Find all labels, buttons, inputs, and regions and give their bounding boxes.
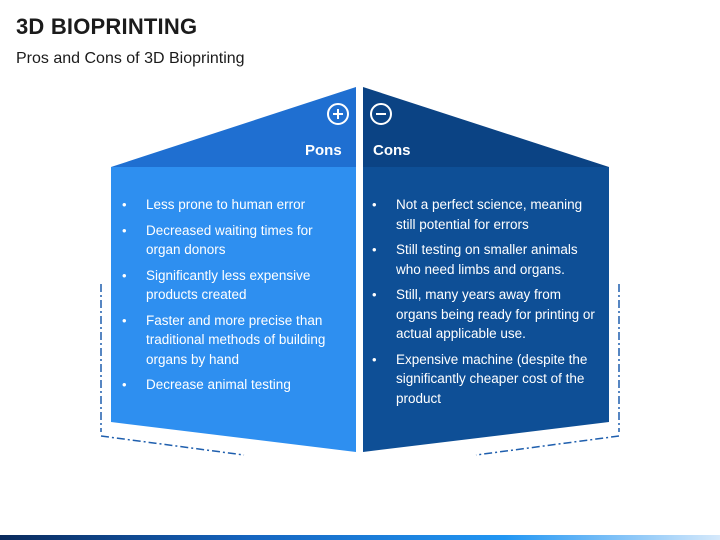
bullet-icon: • <box>122 222 127 238</box>
pros-item-text: Less prone to human error <box>146 197 306 212</box>
cons-panel <box>363 167 609 452</box>
bullet-icon: • <box>122 312 127 328</box>
pros-item-text: Faster and more precise than traditional… <box>146 312 326 367</box>
bullet-icon: • <box>122 377 127 392</box>
bottom-accent-bar <box>0 535 720 540</box>
cons-item-text: Still, many years away from organs being… <box>396 287 595 341</box>
cons-list: • Not a perfect science, meaning still po… <box>368 195 604 414</box>
bullet-icon: • <box>372 287 377 302</box>
pros-list-item: • Decrease animal testing <box>118 375 350 395</box>
plus-circle-icon <box>327 103 349 125</box>
slide-subtitle: Pros and Cons of 3D Bioprinting <box>16 50 245 67</box>
pros-item-text: Decrease animal testing <box>146 377 291 392</box>
bullet-icon: • <box>122 197 127 212</box>
pros-dash-outline <box>100 284 245 456</box>
cons-item-text: Expensive machine (despite the significa… <box>396 351 588 406</box>
pros-label: Pons <box>305 142 342 159</box>
cons-list-item: • Still testing on smaller animals who ne… <box>368 240 604 279</box>
bullet-icon: • <box>372 351 377 367</box>
cons-item-text: Still testing on smaller animals who nee… <box>396 242 578 277</box>
cons-dash-outline <box>475 284 620 456</box>
pros-item-text: Significantly less expensive products cr… <box>146 267 311 303</box>
cons-item-text: Not a perfect science, meaning still pot… <box>396 197 583 232</box>
pros-list-item: • Faster and more precise than traditiona… <box>118 311 350 370</box>
slide-title: 3D BIOPRINTING <box>16 14 198 39</box>
pros-list: • Less prone to human error • Decreased wai… <box>118 195 350 401</box>
cons-list-item: • Not a perfect science, meaning still po… <box>368 195 604 234</box>
bullet-icon: • <box>122 267 127 283</box>
minus-circle-icon <box>370 103 392 125</box>
bullet-icon: • <box>372 242 377 257</box>
pros-list-item: • Decreased waiting times for organ donor… <box>118 221 350 260</box>
cons-list-item: • Expensive machine (despite the signific… <box>368 350 604 409</box>
pros-list-item: • Significantly less expensive products c… <box>118 266 350 305</box>
cons-label: Cons <box>373 142 411 159</box>
cons-list-item: • Still, many years away from organs bein… <box>368 285 604 344</box>
pros-list-item: • Less prone to human error <box>118 195 350 215</box>
pros-panel <box>111 167 356 452</box>
pros-roof <box>111 87 356 167</box>
pros-item-text: Decreased waiting times for organ donors <box>146 222 313 258</box>
bullet-icon: • <box>372 197 377 212</box>
cons-roof <box>363 87 609 167</box>
